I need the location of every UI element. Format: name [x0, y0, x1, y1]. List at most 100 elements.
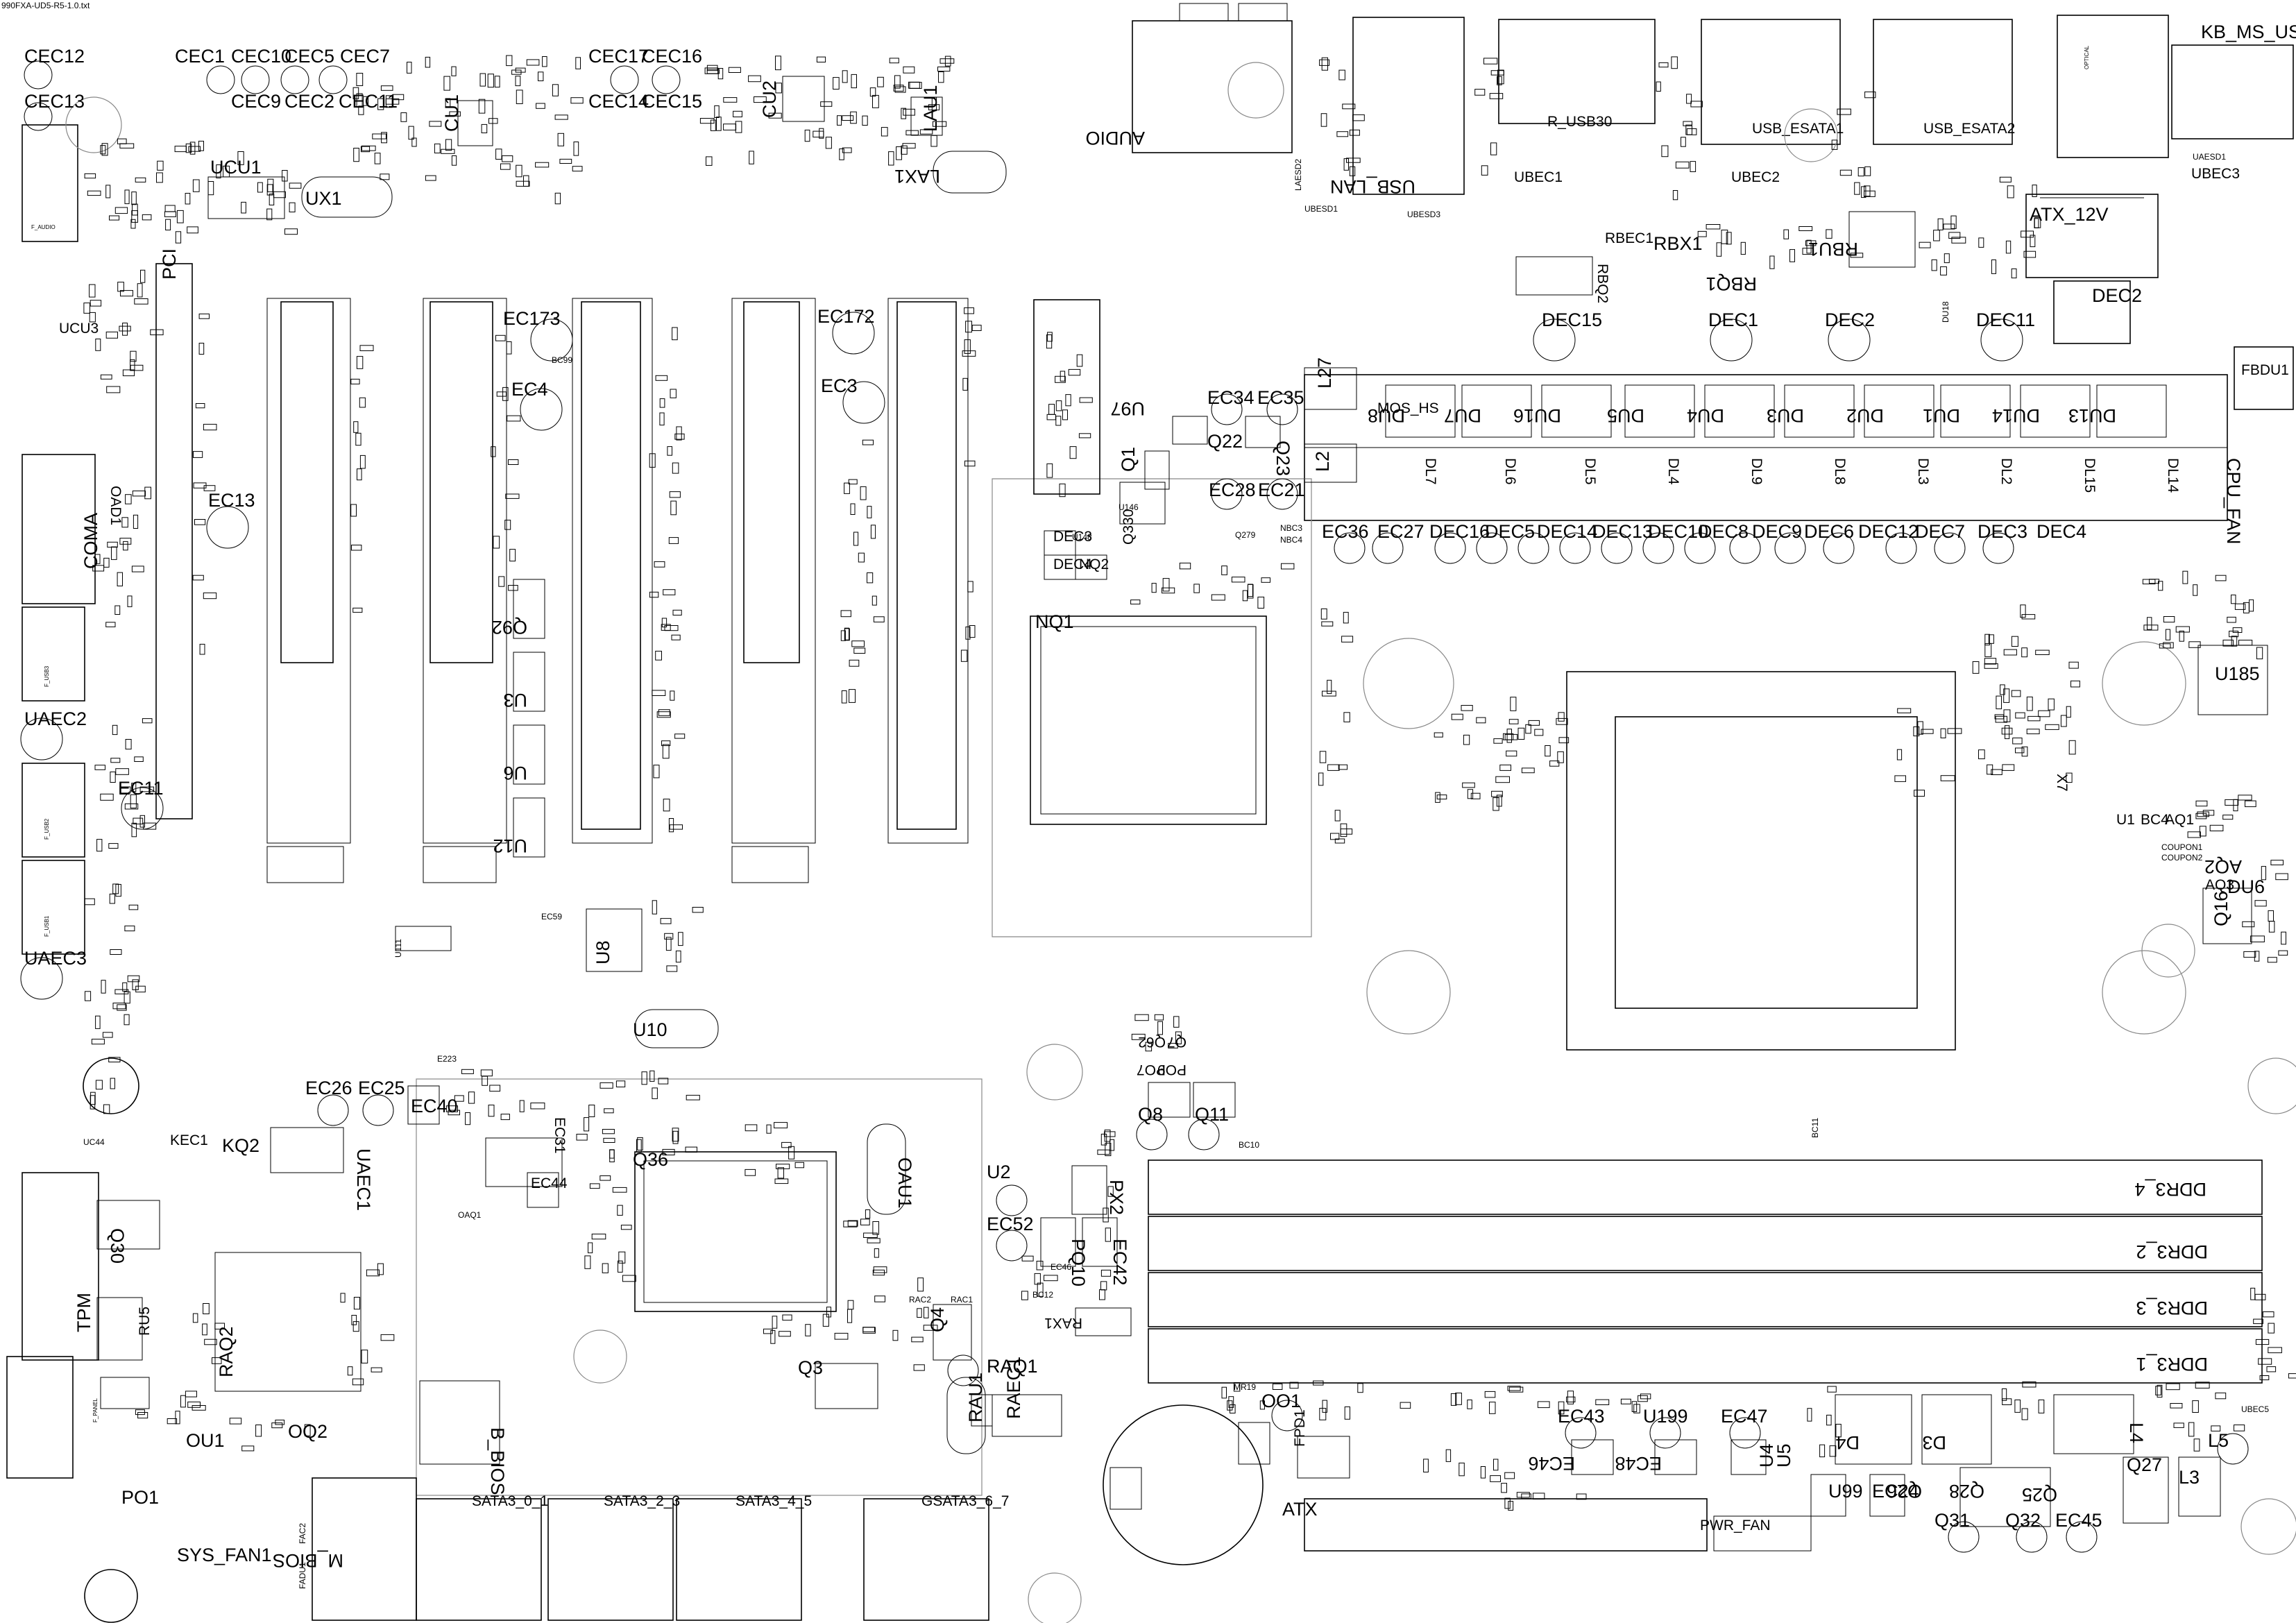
- label: DU18: [1941, 301, 1950, 323]
- label-dl3: DL3: [1915, 458, 1931, 485]
- designator: PX2: [1106, 1180, 1127, 1215]
- label-f-audio: F_AUDIO: [31, 224, 56, 230]
- designator: KQ2: [222, 1135, 260, 1156]
- designator: RBX1: [1653, 233, 1703, 254]
- label: RAC2: [909, 1295, 931, 1305]
- designator-du1: DU1: [1923, 405, 1960, 426]
- atx12v-area: ATX_12V DEC2 FBDU1 CPU_FAN: [2025, 194, 2294, 545]
- designator-dec12: DEC12: [1858, 521, 1919, 542]
- designator-du14: DU14: [1992, 405, 2040, 426]
- label: UBESD1: [1304, 204, 1338, 214]
- designator: EC46: [1528, 1453, 1575, 1474]
- designator: OO1: [1261, 1391, 1301, 1411]
- label: COUPON2: [2161, 853, 2203, 863]
- designator: RBU1: [1808, 239, 1858, 260]
- label-coma: COMA: [80, 513, 101, 569]
- northbridge: [992, 478, 1312, 937]
- southbridge: [416, 1078, 983, 1496]
- designator: OAD1: [108, 486, 124, 525]
- label-ddr3-4: DDR3_4: [2134, 1179, 2206, 1200]
- label-dl15: DL15: [2082, 458, 2098, 493]
- designator-du8: DU8: [1368, 405, 1405, 426]
- smd-pads: [83, 55, 2296, 1511]
- designator: U199: [1643, 1406, 1688, 1427]
- label-ddr3-1: DDR3_1: [2136, 1354, 2208, 1375]
- designator: CEC14: [588, 91, 649, 112]
- cpu-socket: [1363, 638, 2186, 1051]
- designator: Q23: [1273, 441, 1293, 476]
- label-sata3-4-5: SATA3_4_5: [735, 1493, 812, 1509]
- label-ddr3-2: DDR3_2: [2136, 1241, 2208, 1262]
- label-sys-fan1: SYS_FAN1: [177, 1545, 272, 1565]
- file-name: 990FXA-UD5-R5-1.0.txt: [1, 1, 90, 10]
- designator-du16: DU16: [1513, 405, 1561, 426]
- designator: Q7: [1167, 1034, 1187, 1050]
- designator: UCU1: [210, 157, 262, 178]
- designator: L5: [2208, 1430, 2229, 1451]
- label: NBC3: [1280, 523, 1302, 533]
- designator: RAU1: [965, 1373, 986, 1422]
- designator: UBEC3: [2191, 166, 2240, 182]
- label-r-usb30: R_USB30: [1547, 114, 1612, 130]
- label-usb-esata2: USB_ESATA2: [1923, 121, 2015, 137]
- designator-dec14: DEC14: [1537, 521, 1597, 542]
- label-audio: AUDIO: [1085, 128, 1145, 148]
- designator-du4: DU4: [1687, 405, 1724, 426]
- label: EC46: [1051, 1262, 1071, 1272]
- designator: DEC4: [1053, 556, 1092, 572]
- label: U148: [1072, 532, 1092, 542]
- label-tpm: TPM: [74, 1293, 94, 1332]
- label-dl6: DL6: [1502, 458, 1518, 485]
- designator: Q4: [927, 1307, 948, 1332]
- designator: CEC10: [231, 46, 291, 67]
- designator: EC52: [987, 1214, 1034, 1234]
- designator: CEC13: [24, 91, 85, 112]
- label-dl2: DL2: [1998, 458, 2014, 485]
- designator: EC40: [411, 1096, 458, 1116]
- designator: Q36: [633, 1149, 668, 1170]
- designator: L27: [1314, 357, 1335, 389]
- label: BC12: [1032, 1290, 1053, 1300]
- designator: EC31: [552, 1117, 568, 1154]
- designator: U2: [987, 1162, 1011, 1182]
- designators-2: DEC3 DEC4 NQ2 NQ1 Q92 U3 U6 U12 U8 U10 U…: [107, 529, 2265, 1531]
- mos-heatsink: MOS_HS: [1304, 374, 2228, 521]
- designator: U97: [1110, 398, 1145, 419]
- label: COUPON1: [2161, 842, 2203, 852]
- designator: Q92: [492, 617, 527, 638]
- designator: DEC11: [1976, 309, 2035, 330]
- designator: Q11: [1195, 1104, 1229, 1125]
- designator: DEC3: [1053, 529, 1092, 545]
- label-pwr-fan: PWR_FAN: [1700, 1518, 1771, 1533]
- designator: CEC16: [642, 46, 702, 67]
- designator: CEC11: [339, 91, 398, 112]
- designator: CEC1: [175, 46, 225, 67]
- designator: EC172: [817, 306, 875, 327]
- designator: U10: [633, 1019, 667, 1040]
- label-b-bios: B_BIOS: [487, 1427, 508, 1495]
- component-bodies: [96, 76, 2268, 1527]
- designator: EC34: [1207, 387, 1255, 408]
- designators: CEC12 CEC13 CEC1 CEC10 CEC5 CEC7 CEC9 CE…: [24, 46, 2240, 969]
- designator: RBQ1: [1706, 273, 1757, 294]
- label-dl8: DL8: [1832, 458, 1848, 485]
- label-optical: OPTICAL: [2084, 45, 2090, 69]
- designator: EC45: [2055, 1510, 2102, 1531]
- designator-dec4: DEC4: [2036, 521, 2086, 542]
- designator: RAQ1: [987, 1356, 1038, 1377]
- bottom-connectors: SATA3_0_1 SATA3_2_3 SATA3_4_5 GSATA3_6_7…: [177, 1380, 1812, 1621]
- designator: EC173: [503, 308, 561, 329]
- designator: Q32: [2005, 1510, 2041, 1531]
- memory-slots: DDR3_4 DDR3_2 DDR3_3 DDR3_1: [1148, 1159, 2263, 1384]
- designator: EC13: [208, 490, 255, 511]
- designator: U5: [1774, 1443, 1794, 1468]
- designator: Q31: [1934, 1510, 1970, 1531]
- designator-du13: DU13: [2068, 405, 2116, 426]
- label-usb-lan: USB_LAN: [1330, 176, 1415, 197]
- designator: U12: [493, 835, 527, 856]
- label-usb-esata1: USB_ESATA1: [1752, 121, 1844, 137]
- label-dl7: DL7: [1422, 458, 1438, 485]
